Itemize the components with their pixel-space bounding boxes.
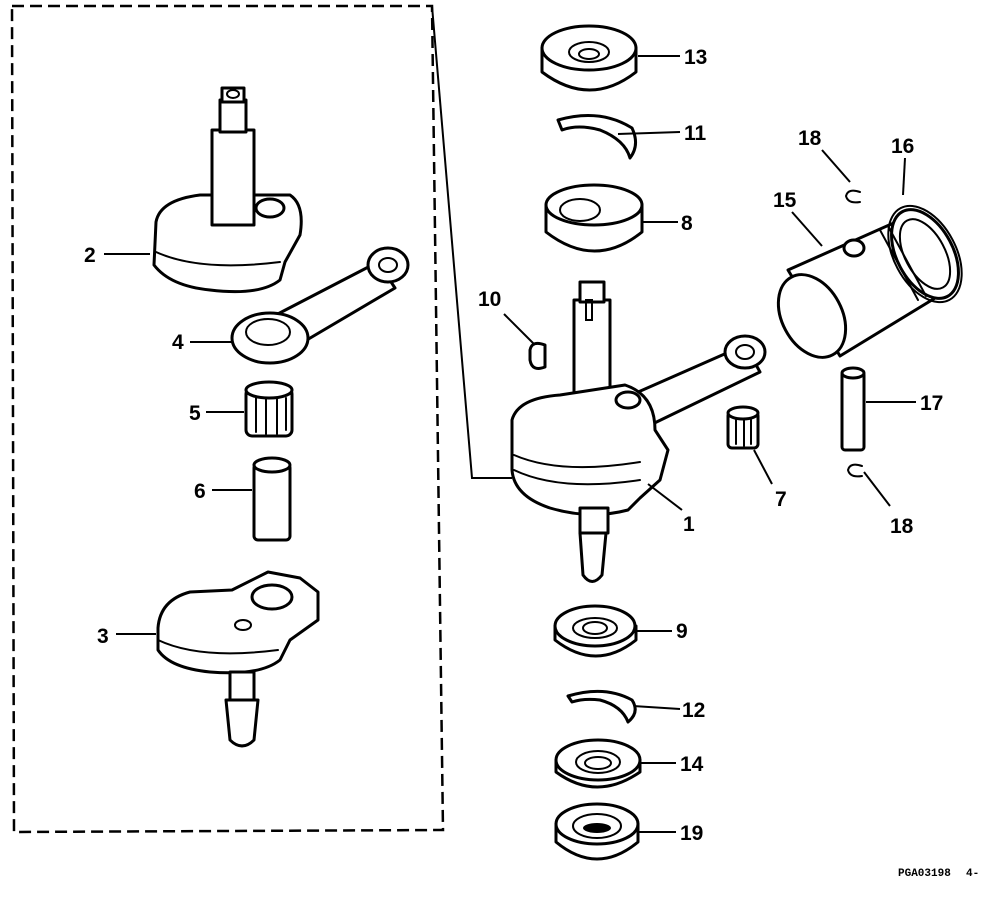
lower-oil-seal <box>554 738 642 789</box>
callout-2: 2 <box>84 244 96 267</box>
callout-9: 9 <box>676 620 688 643</box>
callout-5: 5 <box>189 402 201 425</box>
callout-10: 10 <box>478 288 501 311</box>
callout-18-lower: 18 <box>890 515 914 538</box>
lower-crank-half <box>156 570 320 748</box>
callout-18-upper: 18 <box>798 127 822 150</box>
callout-17: 17 <box>920 392 943 415</box>
page-marker: 4- <box>966 868 979 880</box>
wrist-pin <box>840 366 866 452</box>
callout-8: 8 <box>681 212 693 235</box>
wrist-pin-needle-bearing <box>726 405 760 450</box>
piston <box>776 208 960 359</box>
lower-retaining-ring <box>566 689 637 724</box>
crankshaft-assembly <box>510 280 767 583</box>
crank-pin <box>252 456 292 542</box>
callout-6: 6 <box>194 480 206 503</box>
callout-12: 12 <box>682 699 705 722</box>
top-ball-bearing <box>540 24 638 92</box>
piston-ring <box>887 204 963 304</box>
callout-14: 14 <box>680 753 704 776</box>
lower-wrist-pin-clip <box>846 463 863 478</box>
crankpin-needle-bearing <box>244 380 294 438</box>
upper-wrist-pin-clip <box>844 189 861 204</box>
upper-main-bearing <box>544 183 644 253</box>
woodruff-key <box>528 341 547 370</box>
callout-labels: 1 2 3 4 5 6 7 8 9 10 11 12 13 14 15 16 1… <box>84 46 943 845</box>
crankshaft-assembly-group-box <box>10 4 512 834</box>
callout-16: 16 <box>891 135 914 158</box>
upper-retaining-ring <box>556 114 637 160</box>
callout-11: 11 <box>684 122 707 145</box>
callout-13: 13 <box>684 46 707 69</box>
bottom-oil-seal <box>554 802 640 861</box>
upper-crank-half <box>152 86 303 294</box>
callout-4: 4 <box>172 331 184 354</box>
drawing-code: PGA03198 <box>898 868 951 880</box>
lower-main-bearing <box>553 604 638 658</box>
connecting-rod <box>230 246 410 365</box>
callout-7: 7 <box>775 488 787 511</box>
callout-3: 3 <box>97 625 109 648</box>
callout-1: 1 <box>683 513 695 536</box>
leader-lines <box>104 55 916 833</box>
callout-15: 15 <box>773 189 797 212</box>
callout-19: 19 <box>680 822 703 845</box>
